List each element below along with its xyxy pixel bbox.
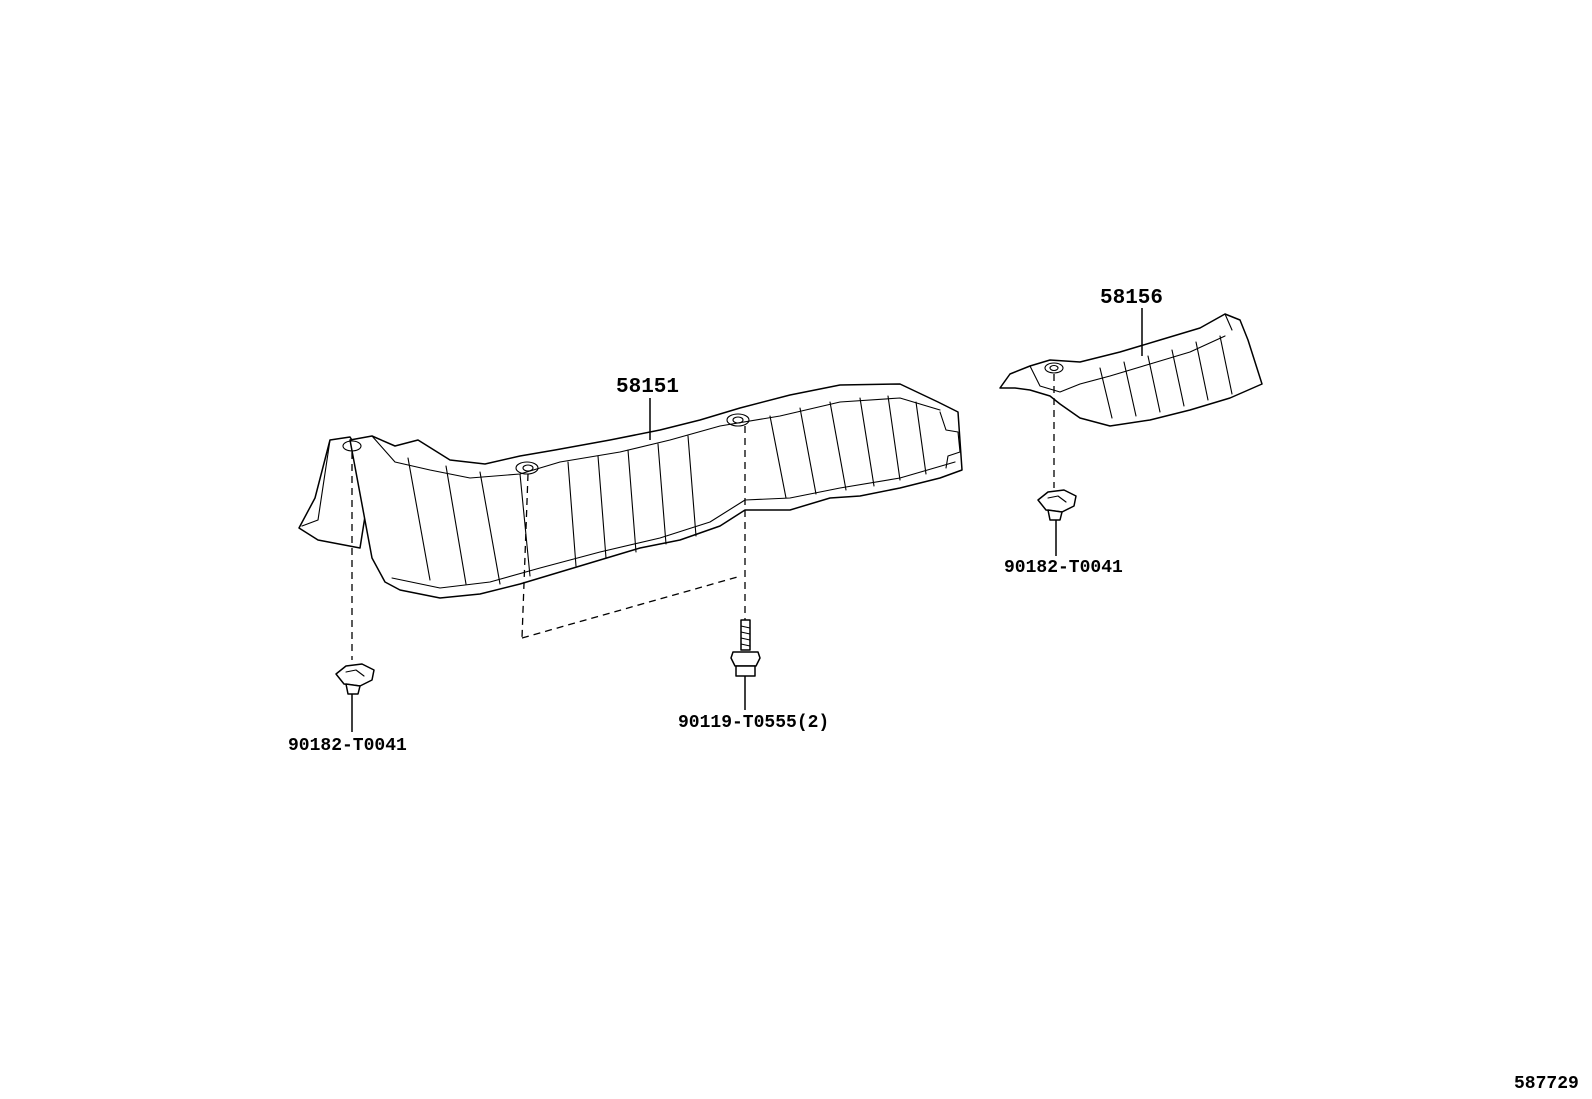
rear-insulator-label[interactable]: 58156 (1100, 287, 1163, 310)
clip-right-label[interactable]: 90182-T0041 (1004, 558, 1123, 578)
diagram-id: 587729 (1514, 1074, 1579, 1094)
bolt-label[interactable]: 90119-T0555(2) (678, 713, 829, 733)
main-insulator-label[interactable]: 58151 (616, 376, 679, 399)
clip-left-icon[interactable] (335, 663, 375, 695)
fastening-guide-lines (351, 374, 1055, 660)
clip-left-label[interactable]: 90182-T0041 (288, 736, 407, 756)
main-heat-insulator[interactable] (298, 383, 963, 599)
rear-heat-insulator[interactable] (999, 313, 1263, 427)
bolt-icon[interactable] (730, 619, 761, 677)
clip-right-icon[interactable] (1037, 489, 1077, 521)
